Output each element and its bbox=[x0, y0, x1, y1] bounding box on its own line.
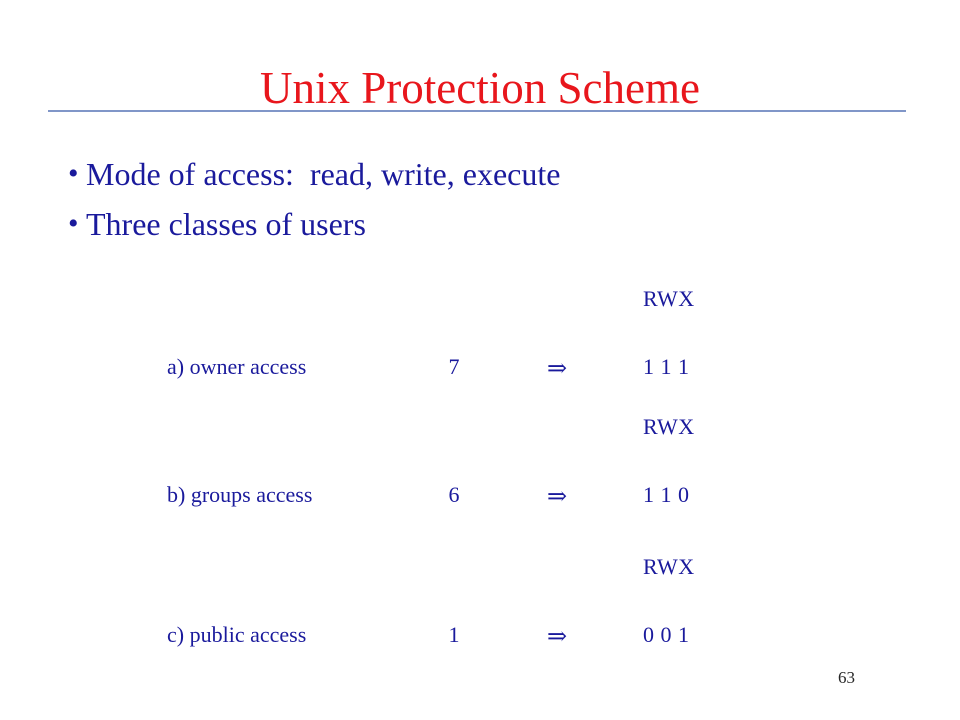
table-header-row-owner: RWX bbox=[167, 286, 867, 311]
row-label-public-access: c) public access bbox=[167, 622, 307, 647]
implies-arrow-icon: ⇒ bbox=[546, 624, 568, 650]
table-row: c) public access 1 ⇒ 0 0 1 bbox=[167, 622, 867, 650]
implies-arrow-icon: ⇒ bbox=[546, 356, 568, 382]
table-header-row-groups: RWX bbox=[167, 414, 867, 439]
bullet-dot-icon: • bbox=[68, 157, 79, 190]
table-row: a) owner access 7 ⇒ 1 1 1 bbox=[167, 354, 867, 382]
bullet-text-mode-of-access: Mode of access: read, write, execute bbox=[86, 156, 561, 192]
row-label-groups-access: b) groups access bbox=[167, 482, 313, 507]
row-bits-owner-access: 1 1 1 bbox=[643, 354, 690, 379]
row-octal-groups-access: 6 bbox=[448, 482, 460, 507]
rwx-column-header: RWX bbox=[643, 286, 695, 311]
implies-arrow-icon: ⇒ bbox=[546, 484, 568, 510]
table-row: b) groups access 6 ⇒ 1 1 0 bbox=[167, 482, 867, 510]
row-label-owner-access: a) owner access bbox=[167, 354, 307, 379]
list-item: • Three classes of users bbox=[60, 202, 900, 246]
rwx-column-header: RWX bbox=[643, 554, 695, 579]
row-bits-groups-access: 1 1 0 bbox=[643, 482, 690, 507]
table-header-row-public: RWX bbox=[167, 554, 867, 579]
row-octal-owner-access: 7 bbox=[448, 354, 460, 379]
bullet-dot-icon: • bbox=[68, 207, 79, 240]
row-octal-public-access: 1 bbox=[448, 622, 460, 647]
bullet-list: • Mode of access: read, write, execute •… bbox=[60, 152, 900, 252]
page-number: 63 bbox=[838, 668, 855, 687]
title-divider bbox=[48, 110, 906, 112]
list-item: • Mode of access: read, write, execute bbox=[60, 152, 900, 196]
rwx-column-header: RWX bbox=[643, 414, 695, 439]
row-bits-public-access: 0 0 1 bbox=[643, 622, 690, 647]
page-title: Unix Protection Scheme bbox=[260, 63, 700, 114]
access-permission-table: RWX a) owner access 7 ⇒ 1 1 1 RWX b) gro… bbox=[167, 286, 867, 650]
bullet-text-three-classes: Three classes of users bbox=[86, 206, 366, 242]
